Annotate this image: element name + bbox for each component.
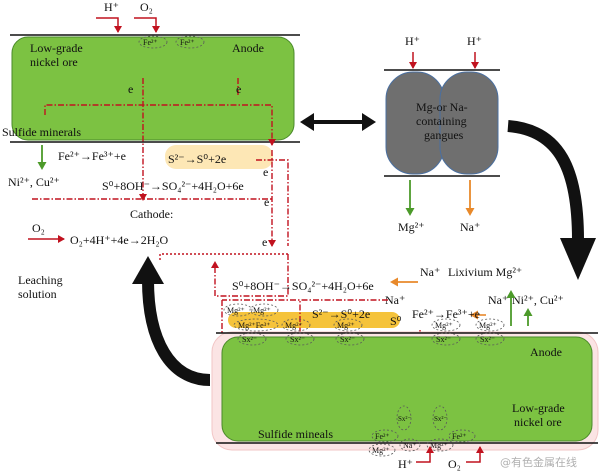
- bottom-s-highlight: [228, 312, 400, 328]
- bottom-o2-input: O₂: [448, 457, 461, 471]
- gangue-pill-right: [439, 71, 499, 175]
- bubble-sx-1: Sx²⁻: [242, 335, 257, 344]
- bubble-sx-2: Sx²⁻: [290, 335, 305, 344]
- gangue-h-plus-2: H⁺: [467, 34, 482, 48]
- bubble-sx-5: Sx²⁻: [480, 335, 495, 344]
- bubble-sx-7: Sx²⁻: [434, 415, 447, 423]
- gangue-label-line1: Mg-or Na-: [416, 100, 468, 114]
- top-ore-body: [11, 36, 295, 141]
- top-fe-ion-1: Fe²⁺: [143, 38, 158, 47]
- top-o2-input: O₂: [140, 0, 153, 14]
- bubble-fe-2: Fe²⁺: [452, 432, 467, 441]
- bottom-h-plus-input: H⁺: [398, 457, 413, 471]
- bottom-anode-label: Anode: [530, 345, 562, 359]
- lixivium-label: Lixivium Mg²⁺: [448, 265, 522, 279]
- watermark: @有色金属在线: [500, 455, 577, 469]
- top-ore-label-line2: nickel ore: [30, 55, 78, 69]
- bubble-fe-1: Fe²⁺: [375, 432, 390, 441]
- bubble-mg-7: Mg²⁺: [430, 441, 448, 450]
- top-anode-label: Anode: [232, 41, 264, 55]
- top-fe-ion-2: Fe²⁺: [180, 38, 195, 47]
- cathode-electron: e: [262, 235, 267, 249]
- top-h-plus-input: H⁺: [104, 0, 119, 14]
- bottom-ore-label-line1: Low-grade: [512, 401, 565, 415]
- gangue-label-line3: gangues: [424, 128, 464, 142]
- bottom-s0: S⁰: [390, 314, 402, 328]
- bottom-na-1: Na⁺: [420, 265, 440, 279]
- gangue-h-plus-1: H⁺: [405, 34, 420, 48]
- gangue-block: Mg-or Na- containing gangues H⁺ H⁺ Mg²⁺ …: [300, 34, 596, 280]
- bottom-ni-cu-label: Ni²⁺, Cu²⁺: [512, 293, 564, 307]
- bottom-fe-oxidation: Fe²⁺→Fe³⁺+e: [412, 307, 480, 321]
- bubble-sx-6: Sx²⁻: [398, 415, 411, 423]
- mid-electron-2: e: [264, 195, 269, 209]
- bubble-sx-4: Sx²⁻: [436, 335, 451, 344]
- bubble-sx-3: Sx²⁻: [340, 335, 355, 344]
- leaching-label-line1: Leaching: [18, 273, 63, 287]
- bottom-na-3: Na⁺: [488, 293, 508, 307]
- top-s-oxidation: S²⁻→S⁰+2e: [168, 152, 226, 166]
- top-fe-oxidation: Fe²⁺→Fe³⁺+e: [58, 149, 126, 163]
- cathode-o2: O₂: [32, 221, 45, 235]
- bubble-mg-5: Mg²⁺: [435, 321, 453, 330]
- bottom-ore-block: Anode Low-grade nickel ore Sulfide minea…: [211, 303, 599, 471]
- top-ni-cu-label: Ni²⁺, Cu²⁺: [8, 175, 60, 189]
- bubble-mg-1: Mg²⁺: [227, 306, 245, 315]
- top-electron-2: e: [236, 82, 241, 96]
- top-electron-1: e: [128, 82, 133, 96]
- mid-electron-1: e: [263, 165, 268, 179]
- bottom-sulfate-reaction: S⁰+8OH⁻→SO₄²⁻+4H₂O+6e: [232, 279, 374, 293]
- o2-reduction-reaction: O₂+4H⁺+4e→2H₂O: [70, 233, 169, 247]
- top-sulfide-label: Sulfide minerals: [2, 125, 81, 139]
- middle-reactions: Ni²⁺, Cu²⁺ Fe²⁺→Fe³⁺+e S²⁻→S⁰+2e S⁰+8OH⁻…: [8, 145, 289, 386]
- top-sulfate-reaction: S⁰+8OH⁻→SO₄²⁻+4H₂O+6e: [102, 179, 244, 193]
- bubble-mg-2: Mg²⁺: [253, 306, 271, 315]
- gangue-na-output: Na⁺: [460, 220, 480, 234]
- bottom-s-oxidation: S²⁻→S⁰+2e: [312, 307, 370, 321]
- bottom-na-2: Na⁺: [385, 293, 405, 307]
- bubble-mg-8: Mg²⁺: [372, 446, 390, 455]
- bubble-mg-fe: Mg²⁺Fe³⁺: [238, 321, 270, 330]
- cathode-label: Cathode:: [130, 207, 173, 221]
- bottom-reactions: S⁰+8OH⁻→SO₄²⁻+4H₂O+6e Na⁺ Na⁺ Lixivium M…: [221, 265, 564, 387]
- leaching-label-line2: solution: [18, 287, 57, 301]
- flow-arrow-left: [142, 279, 211, 386]
- bottom-sulfide-label: Sulfide mineals: [258, 427, 333, 441]
- bubble-mg-6: Mg²⁺: [479, 321, 497, 330]
- bubble-mg-3: Mg²⁺: [285, 321, 303, 330]
- top-ore-block: Low-grade nickel ore Anode Sulfide miner…: [2, 0, 300, 201]
- gangue-label-line2: containing: [416, 114, 467, 128]
- bottom-ore-body: [221, 336, 593, 442]
- bottom-ore-label-line2: nickel ore: [514, 415, 562, 429]
- flow-arrow-right: [507, 120, 584, 241]
- bubble-na: Na⁺: [403, 441, 417, 450]
- top-ore-label-line1: Low-grade: [30, 41, 83, 55]
- bubble-mg-4: Mg²⁺: [337, 321, 355, 330]
- gangue-mg-output: Mg²⁺: [398, 220, 425, 234]
- s-oxid-highlight: [165, 145, 273, 169]
